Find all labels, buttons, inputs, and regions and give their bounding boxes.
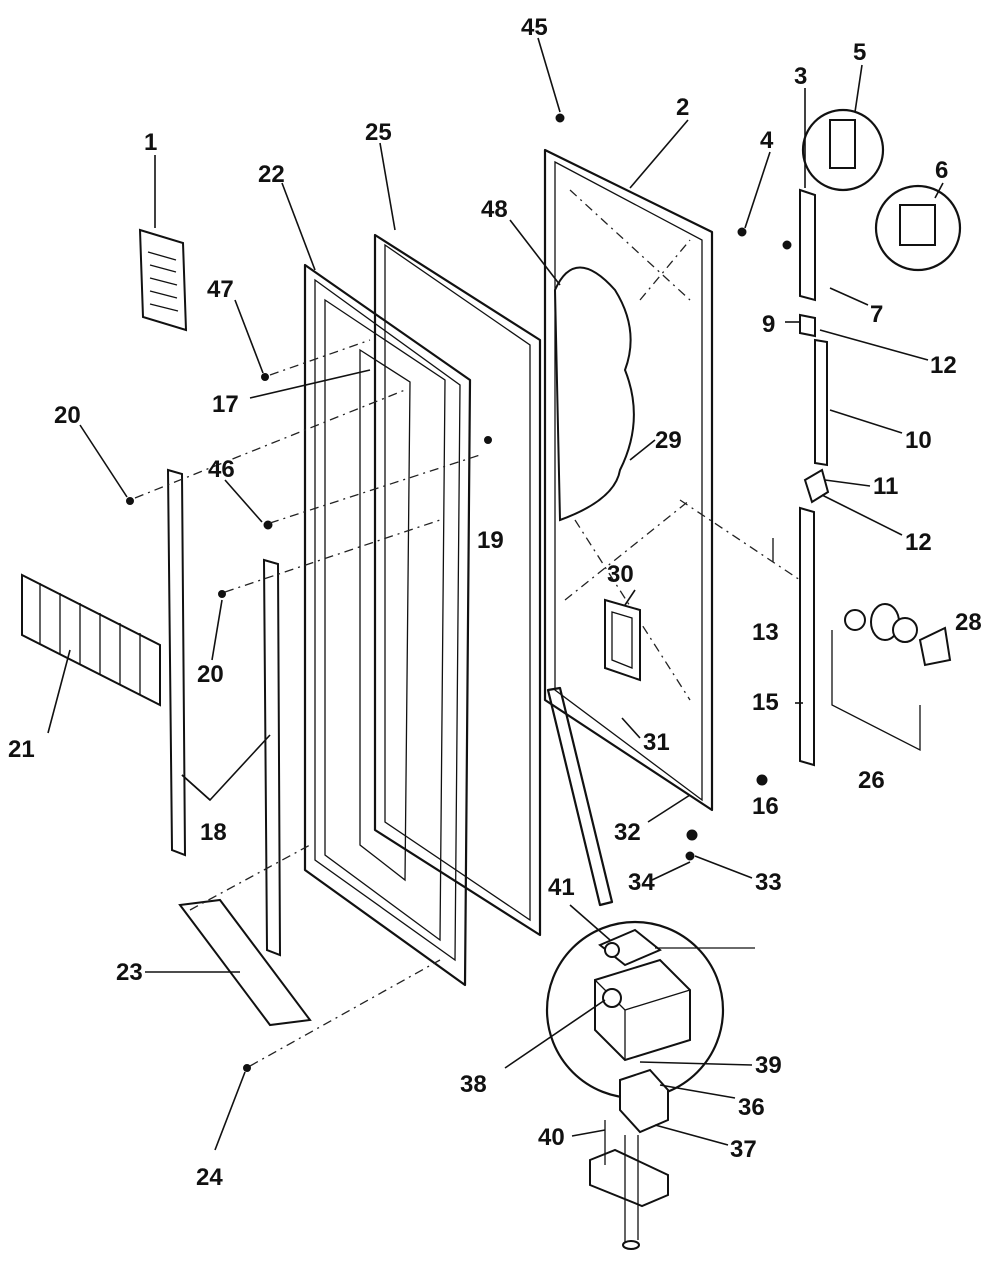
callout-32: 32: [614, 819, 641, 846]
part-1-instruction-card: [138, 228, 188, 332]
callout-39: 39: [755, 1052, 782, 1079]
callout-26: 26: [858, 767, 885, 794]
callout-21: 21: [8, 736, 35, 763]
hinge-detail-circle: [545, 686, 755, 1250]
callout-30: 30: [607, 561, 634, 588]
part-30-bracket: [604, 598, 641, 682]
callout-19: 19: [477, 527, 504, 554]
part-10-rail: [814, 338, 828, 467]
part-18-shelf-rails: [166, 468, 282, 957]
callout-47: 47: [207, 276, 234, 303]
part-26-lock-assembly: [831, 603, 952, 752]
callout-4: 4: [760, 127, 774, 154]
part-48-insulation: [553, 266, 635, 522]
callout-45: 45: [521, 14, 548, 41]
callout-31: 31: [643, 729, 670, 756]
part-21-basket: [21, 573, 161, 707]
callout-22: 22: [258, 161, 285, 188]
part-23-door-shelf: [178, 898, 312, 1027]
callout-12-bottom: 12: [905, 529, 932, 556]
part-22-inner-door-liner: [303, 263, 472, 987]
callout-33: 33: [755, 869, 782, 896]
callout-11: 11: [873, 473, 898, 500]
callout-2: 2: [676, 94, 689, 121]
part-6-switch-detail: [874, 184, 962, 272]
callout-10: 10: [905, 427, 932, 454]
part-3-hinge-cover: [799, 188, 816, 302]
leader-lines: [47, 37, 944, 1151]
callout-17: 17: [212, 391, 239, 418]
callout-28: 28: [955, 609, 982, 636]
callout-38: 38: [460, 1071, 487, 1098]
callout-18: 18: [200, 819, 227, 846]
callout-34: 34: [628, 869, 655, 896]
callout-29: 29: [655, 427, 682, 454]
part-25-gasket: [373, 233, 542, 937]
small-hardware: [126, 113, 792, 1072]
callout-labels: 1 2 3 4 5 6 7 9 10 11 12 12 13 15 16 17 …: [8, 14, 982, 1191]
callout-15: 15: [752, 689, 779, 716]
callout-16: 16: [752, 793, 779, 820]
part-5-switch-detail: [801, 108, 885, 192]
callout-40: 40: [538, 1124, 565, 1151]
callout-41: 41: [548, 874, 575, 901]
callout-9: 9: [762, 311, 775, 338]
callout-13: 13: [752, 619, 779, 646]
callout-7: 7: [870, 301, 883, 328]
callout-48: 48: [481, 196, 508, 223]
part-17-liner-detail: [324, 298, 446, 942]
callout-5: 5: [853, 39, 866, 66]
callout-25: 25: [365, 119, 392, 146]
callout-24: 24: [196, 1164, 223, 1191]
callout-12-top: 12: [930, 352, 957, 379]
callout-36: 36: [738, 1094, 765, 1121]
callout-20-bottom: 20: [197, 661, 224, 688]
part-11-bracket: [803, 468, 830, 504]
callout-37: 37: [730, 1136, 757, 1163]
callout-20-top: 20: [54, 402, 81, 429]
alignment-lines: [134, 239, 801, 1067]
callout-3: 3: [794, 63, 807, 90]
callout-6: 6: [935, 157, 948, 184]
callout-1: 1: [144, 129, 157, 156]
part-15-strip: [799, 506, 815, 767]
callout-46: 46: [208, 456, 235, 483]
callout-23: 23: [116, 959, 143, 986]
part-9-bracket: [799, 313, 816, 338]
